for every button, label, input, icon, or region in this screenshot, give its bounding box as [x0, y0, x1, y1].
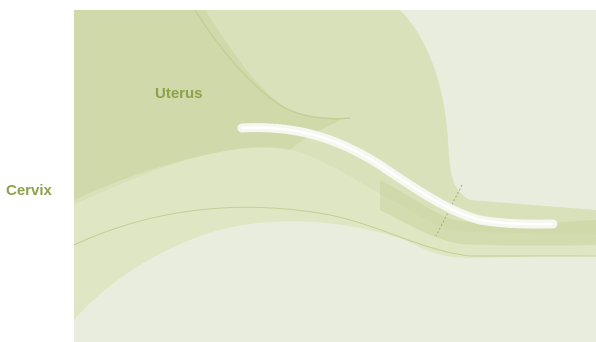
cervix-label: Cervix	[6, 182, 52, 199]
uterus-label: Uterus	[155, 85, 203, 102]
